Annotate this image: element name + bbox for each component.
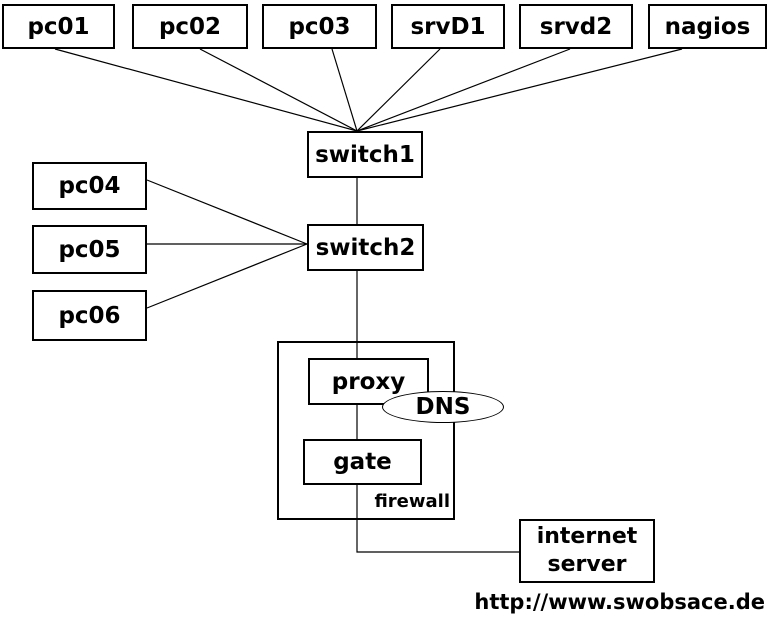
edge-nagios-switch1 bbox=[356, 48, 683, 132]
node-dns: DNS bbox=[382, 391, 504, 423]
node-switch2: switch2 bbox=[307, 224, 424, 271]
node-srvD1: srvD1 bbox=[391, 4, 505, 49]
edge-pc04-switch2 bbox=[146, 179, 308, 245]
node-nagios: nagios bbox=[648, 4, 767, 49]
internet-server-label-line1: internet bbox=[536, 524, 638, 549]
edge-pc03-switch1 bbox=[331, 48, 358, 132]
edge-pc02-switch1 bbox=[199, 48, 358, 132]
website-url: http://www.swobsace.de bbox=[474, 590, 765, 614]
edge-pc06-switch2 bbox=[146, 243, 308, 309]
node-pc01: pc01 bbox=[2, 4, 115, 49]
edge-pc01-switch1 bbox=[54, 48, 358, 132]
node-pc03: pc03 bbox=[262, 4, 377, 49]
node-pc06: pc06 bbox=[32, 290, 147, 341]
edge-srvd2-switch1 bbox=[356, 48, 571, 132]
node-internet-server: internet server bbox=[519, 519, 655, 583]
node-srvd2: srvd2 bbox=[519, 4, 633, 49]
edge-srvD1-switch1 bbox=[356, 48, 441, 132]
node-switch1: switch1 bbox=[307, 131, 423, 178]
node-pc04: pc04 bbox=[32, 162, 147, 210]
node-pc05: pc05 bbox=[32, 225, 147, 274]
node-gate: gate bbox=[303, 439, 422, 485]
node-pc02: pc02 bbox=[132, 4, 248, 49]
internet-server-label-line2: server bbox=[547, 552, 627, 577]
firewall-zone-label: firewall bbox=[374, 491, 450, 512]
